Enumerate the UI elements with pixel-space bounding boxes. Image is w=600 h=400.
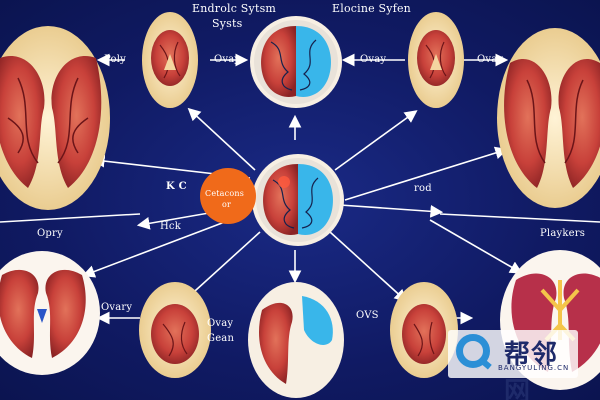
brain-icon [250, 16, 342, 108]
watermark: 帮邻网 BANGYULING.CN [448, 330, 578, 400]
ovary-icon [139, 282, 211, 378]
arrow-down-left [182, 231, 261, 303]
ovary-icon [390, 282, 458, 378]
label-gean: Gean [207, 333, 235, 344]
arrow-right-kidney [344, 146, 509, 201]
ovary-icon [142, 12, 198, 108]
arrow-down-right [329, 231, 408, 303]
uterus-icon [0, 251, 100, 375]
ovary-icon [408, 12, 464, 108]
arrow-right-lower [429, 219, 523, 274]
label-ovary-bottom: Ovary [101, 302, 133, 313]
watermark-logo-icon [456, 334, 490, 368]
label-ovay-bottom-mid: Ovay [207, 318, 234, 329]
label-kc: K C [166, 181, 187, 192]
label-ovs: OVS [356, 310, 379, 321]
badge-text-line1: Cetacons [205, 189, 244, 198]
arrow-center-ul [187, 107, 256, 171]
label-hck: Hck [160, 221, 181, 232]
arrow-left-lower [82, 219, 231, 278]
watermark-subtext: BANGYULING.CN [498, 364, 570, 372]
label-ovay-top-mid: Ovay [360, 54, 387, 65]
label-poly: Poly [104, 54, 126, 65]
kidney-icon [0, 26, 110, 210]
watermark-text: 帮邻网 [504, 340, 559, 400]
badge-text-line2: or [222, 200, 232, 209]
label-ovay-top-left: Ovay [214, 54, 241, 65]
label-rod: rod [414, 183, 432, 194]
arrow-right-mid [339, 204, 444, 218]
brain-icon [252, 154, 344, 246]
arrow-center-ur [334, 110, 418, 171]
diagram-title: Endrolc Sytsm [192, 2, 277, 15]
label-ovay-top-right: Ovay [477, 54, 504, 65]
label-playkers: Playkers [540, 228, 586, 239]
uterus-icon [248, 282, 344, 398]
label-opry: Opry [37, 228, 63, 239]
center-badge [200, 168, 256, 224]
diagram-title-right: Elocine Syfen [332, 2, 411, 15]
kidney-icon [497, 28, 600, 208]
divider-right [439, 213, 600, 223]
diagram-subtitle: Systs [212, 17, 243, 30]
divider-left [0, 213, 141, 223]
